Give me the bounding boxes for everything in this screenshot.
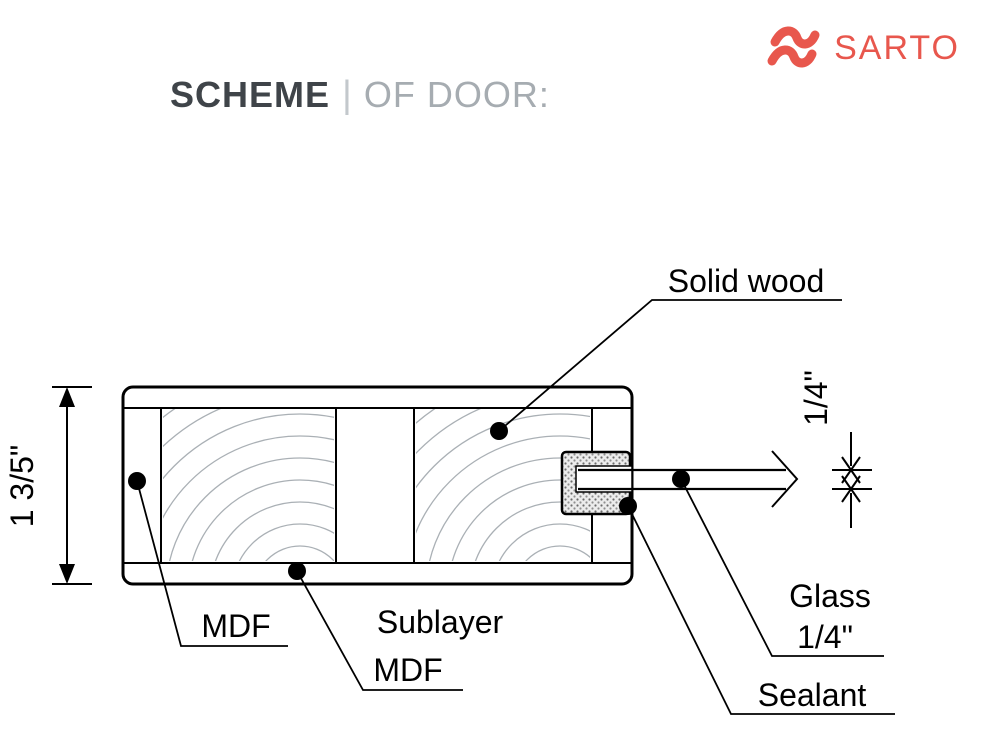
sealant-label: Sealant (758, 677, 867, 713)
dim-arrow-down (59, 564, 75, 584)
glass-label-line1: Glass (789, 578, 871, 614)
dim-arrow-up (59, 387, 75, 407)
sublayer-leader (296, 570, 463, 691)
sublayer-label-line1: Sublayer (377, 604, 504, 640)
title-separator: | (342, 74, 352, 116)
brand-name: SARTO (834, 28, 960, 67)
glass-leader (680, 478, 884, 657)
leader-lines (136, 299, 895, 715)
logo-wave-top (770, 26, 820, 49)
mdf-leader (136, 480, 288, 647)
door-cross-section (121, 385, 634, 586)
door-thickness-dimension: 1 3/5" (4, 386, 92, 585)
glass-thickness-value: 1/4" (798, 370, 834, 426)
sealant-leader (627, 505, 895, 715)
solid-wood-leader (498, 299, 842, 432)
glass-dim-arrow-bottom-2 (841, 475, 861, 503)
sarto-logo-icon (767, 26, 820, 68)
page-title: SCHEME | OF DOOR: (170, 76, 550, 114)
solid-wood-label: Solid wood (668, 263, 825, 299)
mdf-label: MDF (201, 608, 270, 644)
glass-label-line2: 1/4" (797, 619, 853, 655)
door-thickness-value: 1 3/5" (4, 445, 40, 528)
brand-logo: SARTO (764, 20, 960, 76)
glass-assembly (560, 450, 799, 516)
door-outline (121, 385, 634, 586)
glass-break-symbol (771, 450, 799, 508)
sublayer-label-line2: MDF (373, 652, 442, 688)
wood-grain-right (416, 409, 590, 561)
logo-wave-bottom (767, 45, 817, 68)
title-primary: SCHEME (170, 74, 331, 115)
wood-grain-left (163, 409, 334, 561)
glass-thickness-dimension: 1/4" (798, 370, 872, 528)
diagram-labels: Solid wood MDF Sublayer MDF Glass 1/4" S… (201, 263, 871, 713)
title-secondary: OF DOOR: (363, 74, 550, 115)
